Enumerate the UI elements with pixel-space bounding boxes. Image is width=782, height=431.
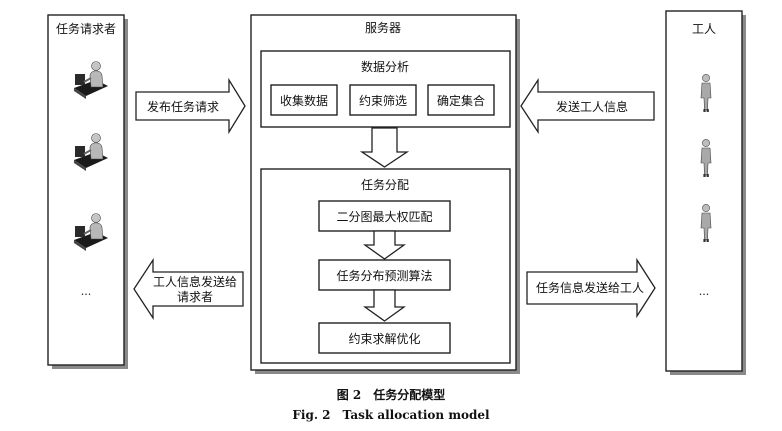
figure-caption-cn: 图 2 任务分配模型 xyxy=(337,387,446,402)
flow-arrow-down xyxy=(359,127,410,168)
requester-panel-title: 任务请求者 xyxy=(56,21,116,36)
requester-ellipsis: ... xyxy=(81,285,92,298)
publish-request-label: 发布任务请求 xyxy=(147,99,219,114)
server-panel: 服务器 数据分析 收集数据 约束筛选 确定集合 任务分配 二分图最大权匹配 任务… xyxy=(250,14,520,374)
send-worker-info-arrow: 发送工人信息 xyxy=(520,77,655,135)
task-allocation-step: 二分图最大权匹配 xyxy=(336,210,432,224)
worker-info-to-requester-label: 请求者 xyxy=(177,290,213,304)
publish-request-arrow: 发布任务请求 xyxy=(135,77,246,135)
task-allocation-title: 任务分配 xyxy=(361,177,409,192)
worker-info-to-requester-label: 工人信息发送给 xyxy=(153,274,237,289)
task-info-to-worker-label: 任务信息发送给工人 xyxy=(536,280,644,295)
flow-arrow-down xyxy=(362,289,407,322)
send-worker-info-label: 发送工人信息 xyxy=(556,99,628,114)
worker-panel-title: 工人 xyxy=(692,22,716,36)
server-panel-title: 服务器 xyxy=(365,20,401,35)
task-allocation-step: 任务分布预测算法 xyxy=(336,268,432,283)
worker-panel: 工人 ... xyxy=(665,10,746,375)
task-info-to-worker-arrow: 任务信息发送给工人 xyxy=(526,257,656,319)
flow-arrow-down xyxy=(362,230,407,260)
worker-info-to-requester-arrow: 工人信息发送给 请求者 xyxy=(133,257,244,321)
task-allocation-group: 任务分配 二分图最大权匹配 任务分布预测算法 约束求解优化 xyxy=(260,168,511,364)
data-analysis-group: 数据分析 收集数据 约束筛选 确定集合 xyxy=(260,50,511,128)
task-allocation-step: 约束求解优化 xyxy=(348,331,420,346)
figure-caption-en: Fig. 2 Task allocation model xyxy=(292,408,490,422)
data-analysis-title: 数据分析 xyxy=(361,59,409,74)
data-analysis-step: 约束筛选 xyxy=(359,93,407,108)
data-analysis-step: 收集数据 xyxy=(280,93,328,108)
worker-ellipsis: ... xyxy=(699,285,710,298)
requester-panel: 任务请求者 ... xyxy=(47,14,128,369)
data-analysis-step: 确定集合 xyxy=(437,93,485,108)
